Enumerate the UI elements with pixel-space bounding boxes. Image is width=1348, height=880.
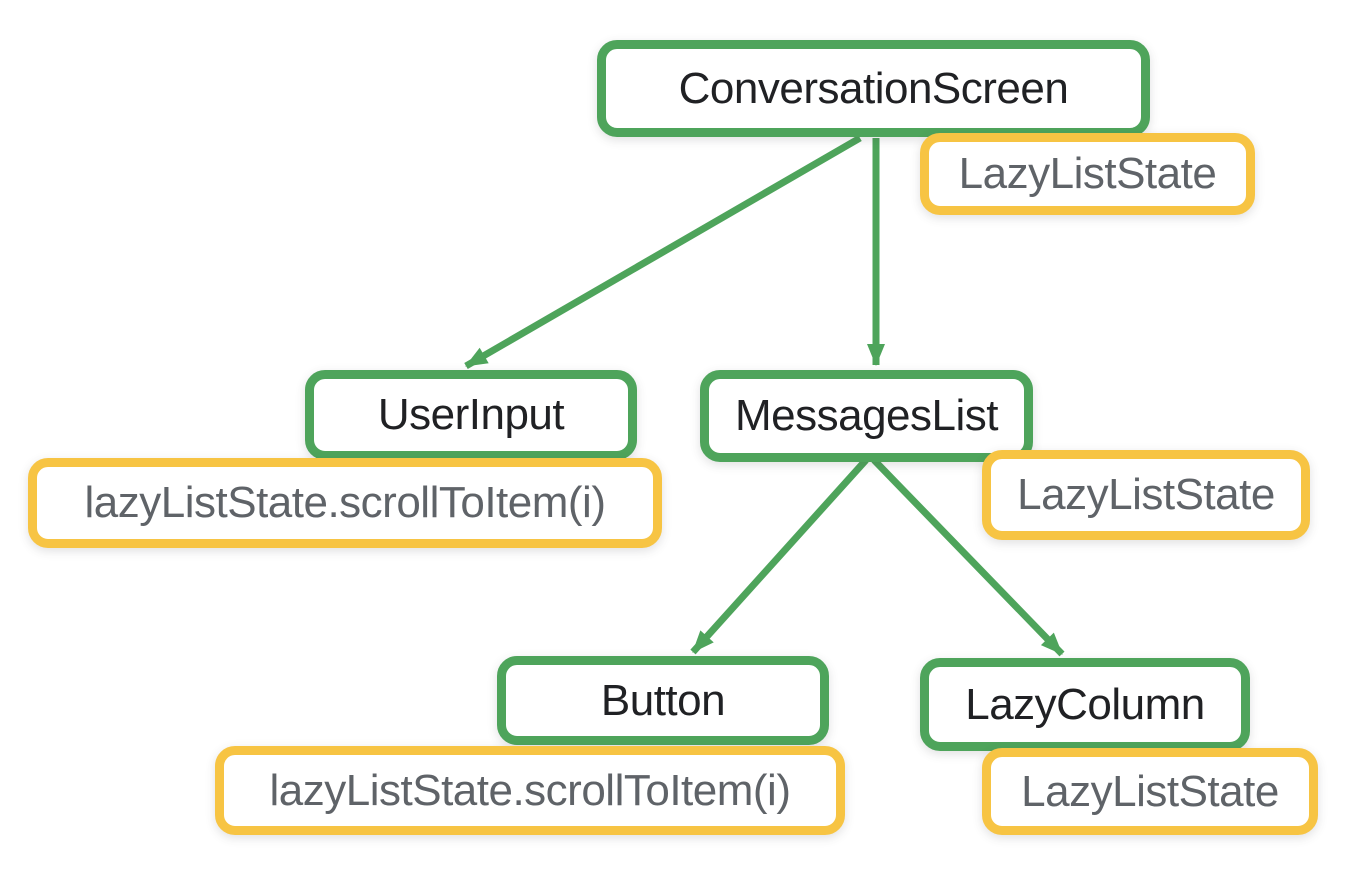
state-conversation-screen-lazyliststate-label: LazyListState [958,149,1217,198]
node-button: Button [497,656,829,745]
event-user-input-scrolltoitem-label: lazyListState.scrollToItem(i) [84,478,606,527]
state-messages-list-lazyliststate: LazyListState [982,450,1310,540]
event-button-scrolltoitem-label: lazyListState.scrollToItem(i) [269,765,791,815]
edge-messageslist-lazycolumn [871,457,1065,657]
edge-conversationscreen-userinput [464,134,862,370]
node-lazy-column-label: LazyColumn [965,679,1205,729]
node-messages-list: MessagesList [700,370,1033,462]
state-conversation-screen-lazyliststate: LazyListState [920,133,1255,215]
node-conversation-screen: ConversationScreen [597,40,1150,137]
state-lazy-column-lazyliststate: LazyListState [982,748,1318,835]
node-user-input: UserInput [305,370,637,460]
state-lazy-column-lazyliststate-label: LazyListState [1021,766,1279,816]
node-lazy-column: LazyColumn [920,658,1250,751]
node-conversation-screen-label: ConversationScreen [678,63,1069,113]
node-messages-list-label: MessagesList [734,391,999,440]
node-user-input-label: UserInput [377,390,565,439]
event-button-scrolltoitem: lazyListState.scrollToItem(i) [215,746,845,835]
edge-messageslist-button [690,457,869,655]
event-user-input-scrolltoitem: lazyListState.scrollToItem(i) [28,458,662,548]
node-button-label: Button [600,675,726,725]
state-messages-list-lazyliststate-label: LazyListState [1017,470,1275,519]
